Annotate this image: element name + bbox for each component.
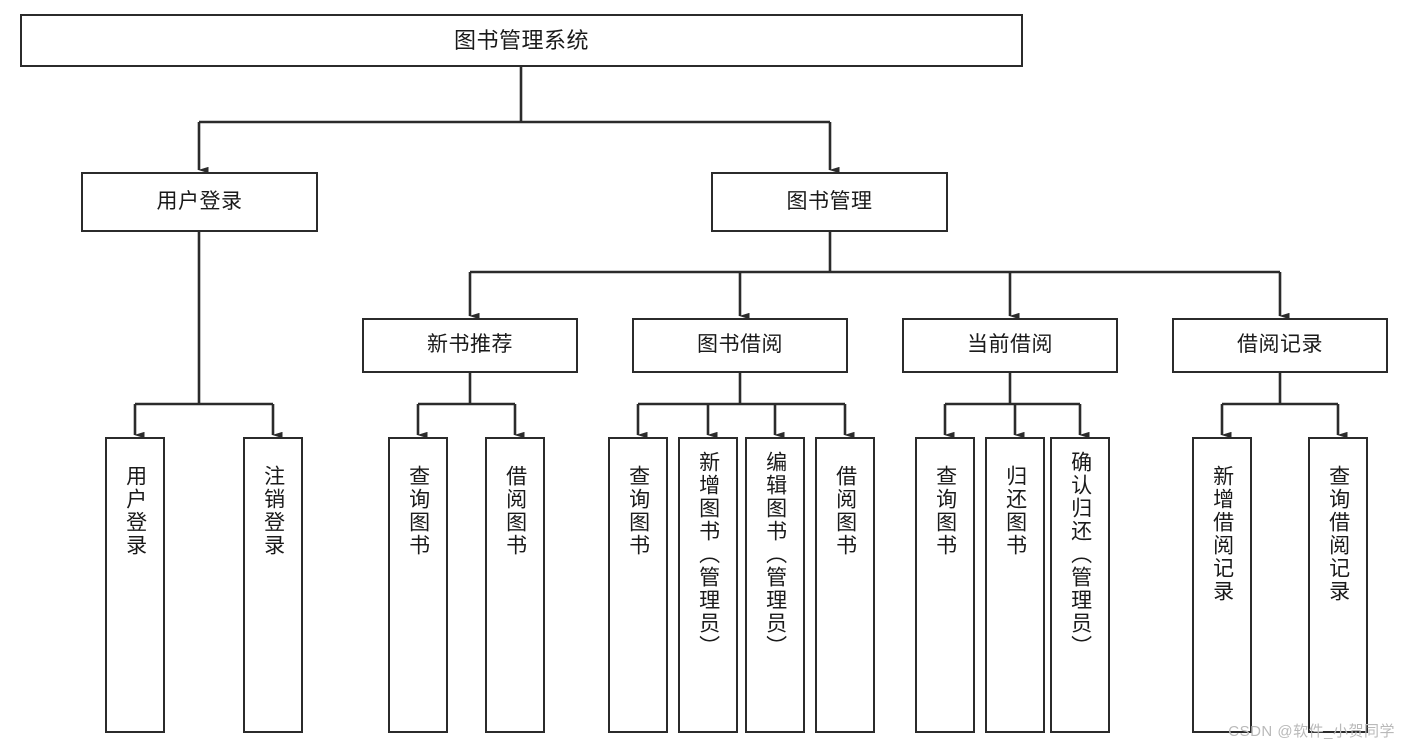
watermark-credit: CSDN @软件_小贺同学 <box>1228 723 1395 740</box>
node-label: 确认归还（管理员） <box>1068 451 1092 658</box>
node-label: 编辑图书（管理员） <box>763 451 787 658</box>
leaf-query-book-current[interactable]: 查询图书 <box>915 437 975 733</box>
leaf-query-borrow-record[interactable]: 查询借阅记录 <box>1308 437 1368 733</box>
node-label: 查询图书 <box>626 465 650 557</box>
node-label: 新增借阅记录 <box>1210 465 1234 603</box>
node-label: 图书管理系统 <box>453 27 589 53</box>
node-user-login[interactable]: 用户登录 <box>81 172 318 232</box>
node-label: 用户登录 <box>123 465 147 557</box>
leaf-borrow-book-recommend[interactable]: 借阅图书 <box>485 437 545 733</box>
node-label: 新书推荐 <box>427 333 513 357</box>
node-book-management[interactable]: 图书管理 <box>711 172 948 232</box>
leaf-confirm-return-admin[interactable]: 确认归还（管理员） <box>1050 437 1110 733</box>
leaf-return-book[interactable]: 归还图书 <box>985 437 1045 733</box>
node-label: 查询图书 <box>933 465 957 557</box>
node-label: 借阅图书 <box>833 465 857 557</box>
leaf-user-login[interactable]: 用户登录 <box>105 437 165 733</box>
node-label: 注销登录 <box>261 465 285 557</box>
leaf-query-book-recommend[interactable]: 查询图书 <box>388 437 448 733</box>
node-book-borrow[interactable]: 图书借阅 <box>632 318 848 373</box>
node-current-borrow[interactable]: 当前借阅 <box>902 318 1118 373</box>
leaf-add-borrow-record[interactable]: 新增借阅记录 <box>1192 437 1252 733</box>
node-label: 查询借阅记录 <box>1326 465 1350 603</box>
node-label: 借阅图书 <box>503 465 527 557</box>
leaf-query-book-borrow[interactable]: 查询图书 <box>608 437 668 733</box>
leaf-borrow-book[interactable]: 借阅图书 <box>815 437 875 733</box>
leaf-add-book-admin[interactable]: 新增图书（管理员） <box>678 437 738 733</box>
node-borrow-record[interactable]: 借阅记录 <box>1172 318 1388 373</box>
node-label: 归还图书 <box>1003 465 1027 557</box>
node-label: 新增图书（管理员） <box>696 451 720 658</box>
node-label: 查询图书 <box>406 465 430 557</box>
leaf-edit-book-admin[interactable]: 编辑图书（管理员） <box>745 437 805 733</box>
node-new-book-recommend[interactable]: 新书推荐 <box>362 318 578 373</box>
leaf-logout[interactable]: 注销登录 <box>243 437 303 733</box>
node-label: 用户登录 <box>156 189 243 213</box>
node-label: 借阅记录 <box>1237 333 1323 357</box>
node-root-system[interactable]: 图书管理系统 <box>20 14 1023 67</box>
node-label: 当前借阅 <box>967 333 1053 357</box>
node-label: 图书管理 <box>786 189 873 213</box>
node-label: 图书借阅 <box>697 333 783 357</box>
